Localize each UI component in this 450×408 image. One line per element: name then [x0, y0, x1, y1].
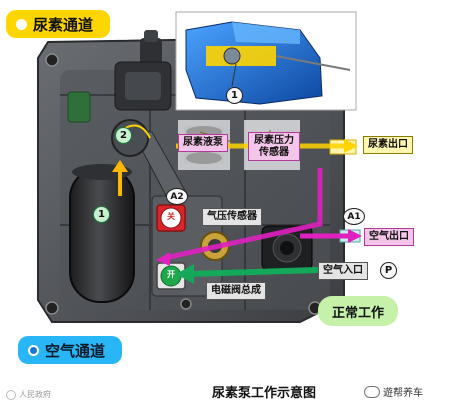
legend-urea-label: 尿素通道	[33, 15, 94, 34]
legend-air-label: 空气通道	[45, 341, 106, 360]
watermark-left-text: 人民政府	[19, 390, 51, 399]
legend-air-channel: 空气通道	[18, 336, 122, 364]
urea-pressure-sensor-line1: 尿素压力	[254, 135, 294, 146]
figure-caption: 尿素泵工作示意图	[212, 386, 317, 401]
urea-pump-label: 尿素液泵	[178, 134, 228, 152]
marker-1-top: 1	[226, 87, 243, 104]
marker-a2: A2	[166, 188, 188, 205]
valve-open-label: 开	[167, 270, 175, 279]
watermark-right-text: 遊帮养车	[383, 388, 423, 399]
air-outlet-label: 空气出口	[364, 228, 414, 246]
bullet-dot-icon	[16, 18, 27, 30]
legend-urea-channel: 尿素通道	[6, 10, 110, 38]
air-inlet-label: 空气入口	[318, 262, 368, 280]
urea-pressure-sensor-line2: 传感器	[259, 146, 289, 158]
marker-2: 2	[115, 127, 132, 144]
chat-bubble-icon	[364, 385, 380, 398]
marker-p: P	[380, 262, 397, 279]
urea-outlet-label: 尿素出口	[363, 136, 413, 154]
watermark-right: 遊帮养车	[364, 384, 423, 399]
air-pressure-sensor-label: 气压传感器	[202, 208, 262, 226]
valve-closed-label: 关	[167, 212, 175, 221]
solenoid-valve-assembly-label: 电磁阀总成	[206, 282, 266, 300]
watermark-logo-icon	[6, 389, 16, 400]
marker-1-left: 1	[93, 206, 110, 223]
bullet-dot-icon	[28, 344, 39, 356]
watermark-left: 人民政府	[6, 389, 51, 400]
urea-pressure-sensor-label: 尿素压力 传感器	[248, 132, 300, 161]
marker-a1: A1	[343, 208, 365, 225]
status-badge: 正常工作	[318, 296, 398, 326]
